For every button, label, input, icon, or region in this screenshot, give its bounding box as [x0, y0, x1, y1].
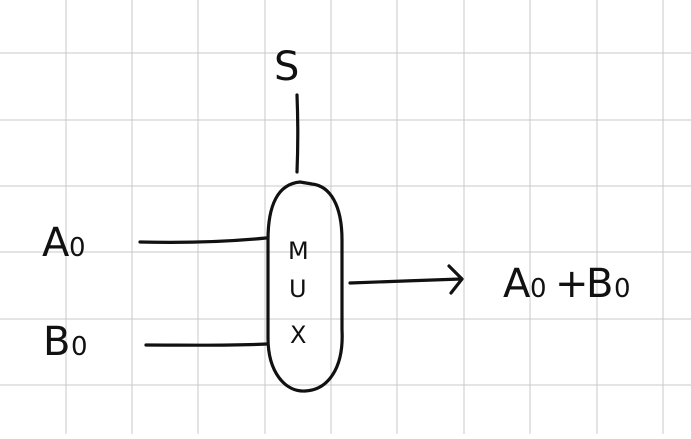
select-wire	[295, 93, 300, 174]
input-b-subscript: 0	[71, 332, 88, 362]
select-label: S	[274, 44, 299, 90]
output-b-letter: B	[586, 261, 613, 307]
output-a-subscript: 0	[530, 274, 547, 304]
output-a-letter: A	[503, 261, 531, 307]
input-b-wire	[144, 342, 269, 347]
input-a-wire	[138, 236, 268, 244]
output-plus: +	[555, 261, 589, 307]
mux-letter-u: U	[289, 275, 307, 303]
mux-body	[266, 180, 344, 393]
input-a-letter: A	[42, 220, 70, 266]
output-wire	[348, 277, 463, 285]
mux-letter-m: M	[288, 237, 309, 265]
mux-letter-x: X	[290, 321, 306, 349]
input-b-letter: B	[43, 319, 70, 365]
output-arrowhead	[447, 264, 464, 295]
output-b-subscript: 0	[614, 274, 631, 304]
input-a-subscript: 0	[69, 233, 86, 263]
